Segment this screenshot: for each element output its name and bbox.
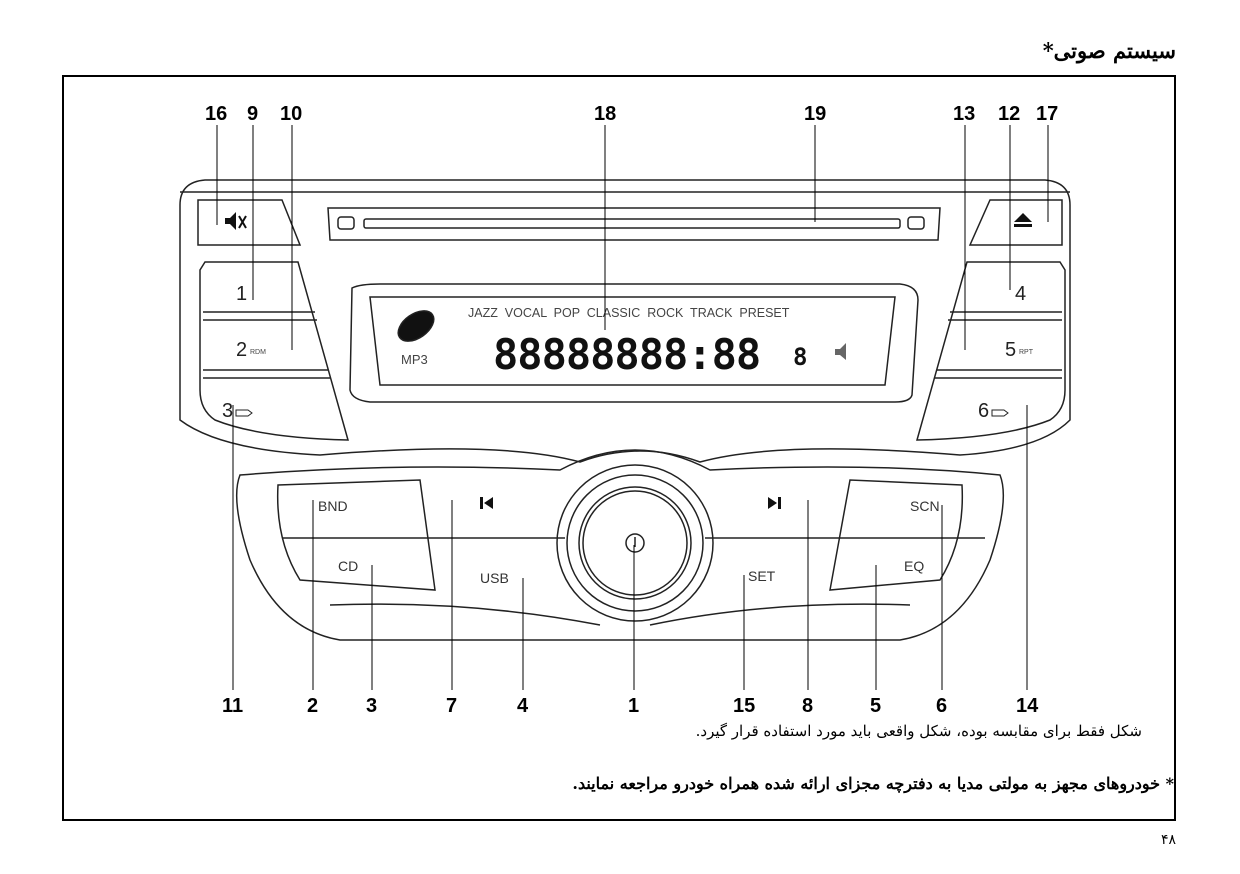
preset-1-button[interactable]: 1	[236, 283, 247, 305]
eject-button[interactable]	[968, 199, 1063, 246]
callout-11: 11	[222, 695, 243, 717]
radio-bezel	[179, 179, 1071, 463]
callout-17: 17	[1036, 103, 1058, 125]
eject-icon	[1014, 213, 1032, 227]
disc-icon	[397, 310, 435, 342]
lcd-mp3: MP3	[401, 352, 428, 367]
scn-button[interactable]: SCN	[910, 498, 940, 514]
callout-19: 19	[804, 103, 826, 125]
eq-button[interactable]: EQ	[904, 558, 924, 574]
callout-8: 8	[802, 695, 813, 717]
arrow-icon	[991, 409, 1009, 417]
page-number: ۴۸	[1160, 832, 1176, 848]
mute-icon	[225, 212, 247, 230]
callout-9: 9	[247, 103, 258, 125]
disc-slot[interactable]	[327, 207, 941, 241]
mute-indicator-icon	[835, 343, 846, 360]
figure-frame	[62, 75, 1176, 821]
volume-power-knob[interactable]	[556, 464, 714, 622]
callout-1: 1	[628, 695, 639, 717]
lcd-display	[369, 296, 896, 386]
preset-2-sublabel: RDM	[250, 349, 266, 356]
preset-6-button[interactable]: 6	[978, 400, 989, 422]
right-preset-panel	[916, 261, 1066, 441]
control-panel	[235, 449, 1005, 641]
display-bezel	[349, 283, 919, 403]
callout-3: 3	[366, 695, 377, 717]
callout-16: 16	[205, 103, 227, 125]
preset-5-button[interactable]: 5	[1005, 339, 1016, 361]
left-preset-panel	[199, 261, 349, 441]
callout-15: 15	[733, 695, 755, 717]
callout-6: 6	[936, 695, 947, 717]
preset-5-sublabel: RPT	[1019, 349, 1034, 356]
cd-button[interactable]: CD	[338, 558, 358, 574]
usb-button[interactable]: USB	[480, 570, 509, 586]
callout-4: 4	[517, 695, 529, 717]
callout-5: 5	[870, 695, 881, 717]
lcd-modes: JAZZ VOCAL POP CLASSIC ROCK TRACK PRESET	[468, 306, 790, 320]
preset-2-button[interactable]: 2	[236, 339, 247, 361]
callout-14: 14	[1016, 695, 1039, 717]
preset-3-button[interactable]: 3	[222, 400, 233, 422]
callout-7: 7	[446, 695, 457, 717]
lcd-digit: 8	[793, 343, 807, 371]
bnd-button[interactable]: BND	[318, 498, 348, 514]
set-button[interactable]: SET	[748, 568, 776, 584]
callout-13: 13	[953, 103, 975, 125]
figure-caption: شکل فقط برای مقابسه بوده، شکل واقعی باید…	[695, 722, 1142, 740]
lcd-segments: 88888888:88	[493, 330, 760, 379]
mute-button[interactable]	[197, 199, 302, 246]
previous-track-icon[interactable]	[480, 497, 493, 509]
preset-4-button[interactable]: 4	[1015, 283, 1026, 305]
next-track-icon[interactable]	[768, 497, 781, 509]
callout-10: 10	[280, 103, 302, 125]
multimedia-note: * خودروهای مجهز به مولتی مدیا به دفترچه …	[572, 774, 1174, 793]
callout-18: 18	[594, 103, 616, 125]
callout-2: 2	[307, 695, 318, 717]
page-title: سیستم صوتی*	[1042, 38, 1176, 63]
callout-12: 12	[998, 103, 1020, 125]
power-icon	[625, 533, 645, 553]
arrow-icon	[235, 409, 253, 417]
